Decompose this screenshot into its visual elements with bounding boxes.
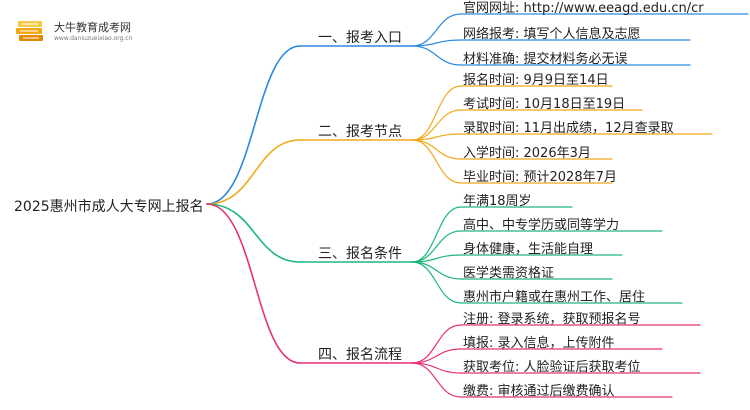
leaf-connector-2-1	[411, 85, 462, 141]
leaf-label-2-1: 报名时间: 9月9日至14日	[463, 73, 609, 88]
leaf-label-3-2: 高中、中专学历或同等学力	[463, 218, 620, 233]
branch-label-1: 一、报考入口	[318, 30, 402, 46]
book-stack-icon	[16, 21, 43, 41]
leaf-connector-2-5	[411, 139, 462, 184]
leaf-label-3-1: 年满18周岁	[463, 194, 532, 209]
leaf-label-2-3: 录取时间: 11月出成绩，12月查录取	[463, 121, 674, 136]
leaf-label-2-4: 入学时间: 2026年3月	[463, 146, 591, 161]
branch-connector-1	[206, 45, 301, 205]
leaf-label-4-3: 获取考位: 人脸验证后获取考位	[463, 360, 641, 375]
leaf-label-2-5: 毕业时间: 预计2028年7月	[463, 170, 617, 185]
leaf-label-3-5: 惠州市户籍或在惠州工作、居住	[463, 290, 646, 305]
leaf-connector-2-4	[411, 139, 462, 160]
leaf-label-3-3: 身体健康，生活能自理	[463, 242, 594, 257]
leaf-label-2-2: 考试时间: 10月18日至19日	[463, 97, 626, 112]
branch-connector-2	[206, 139, 301, 205]
leaf-connector-2-2	[411, 109, 462, 141]
leaf-connector-3-1	[411, 206, 462, 263]
leaf-connector-4-4	[411, 362, 462, 398]
leaf-label-4-2: 填报: 录入信息，上传附件	[463, 336, 615, 351]
leaf-label-1-2: 网络报考: 填写个人信息及志愿	[463, 27, 641, 42]
leaf-connector-3-2	[411, 230, 462, 263]
logo-site-url: www.daniuzueixiao.org.cn	[54, 35, 133, 42]
leaf-label-4-4: 缴费: 审核通过后缴费确认	[463, 384, 615, 399]
leaf-label-1-1: 官网网址: http://www.eeagd.edu.cn/cr	[463, 1, 704, 16]
branch-connector-4	[206, 203, 301, 364]
leaf-label-1-3: 材料准确: 提交材料务必无误	[463, 52, 628, 67]
leaf-label-3-4: 医学类需资格证	[463, 266, 555, 281]
leaf-connector-3-5	[411, 261, 462, 304]
leaf-connector-4-2	[411, 348, 462, 364]
branch-connector-3	[206, 203, 301, 263]
site-logo: 大牛教育成考网 www.daniuzueixiao.org.cn	[14, 16, 144, 48]
branch-label-3: 三、报名条件	[318, 246, 402, 262]
leaf-connector-1-1	[411, 13, 462, 47]
leaf-connector-4-1	[411, 324, 462, 364]
branch-label-4: 四、报名流程	[318, 347, 402, 363]
logo-site-name: 大牛教育成考网	[54, 21, 131, 34]
leaf-label-4-1: 注册: 登录系统，获取预报名号	[463, 312, 641, 327]
branch-label-2: 二、报考节点	[318, 124, 402, 140]
leaf-connector-3-4	[411, 261, 462, 280]
root-topic: 2025惠州市成人大专网上报名	[14, 199, 204, 215]
leaf-connector-1-3	[411, 45, 462, 66]
